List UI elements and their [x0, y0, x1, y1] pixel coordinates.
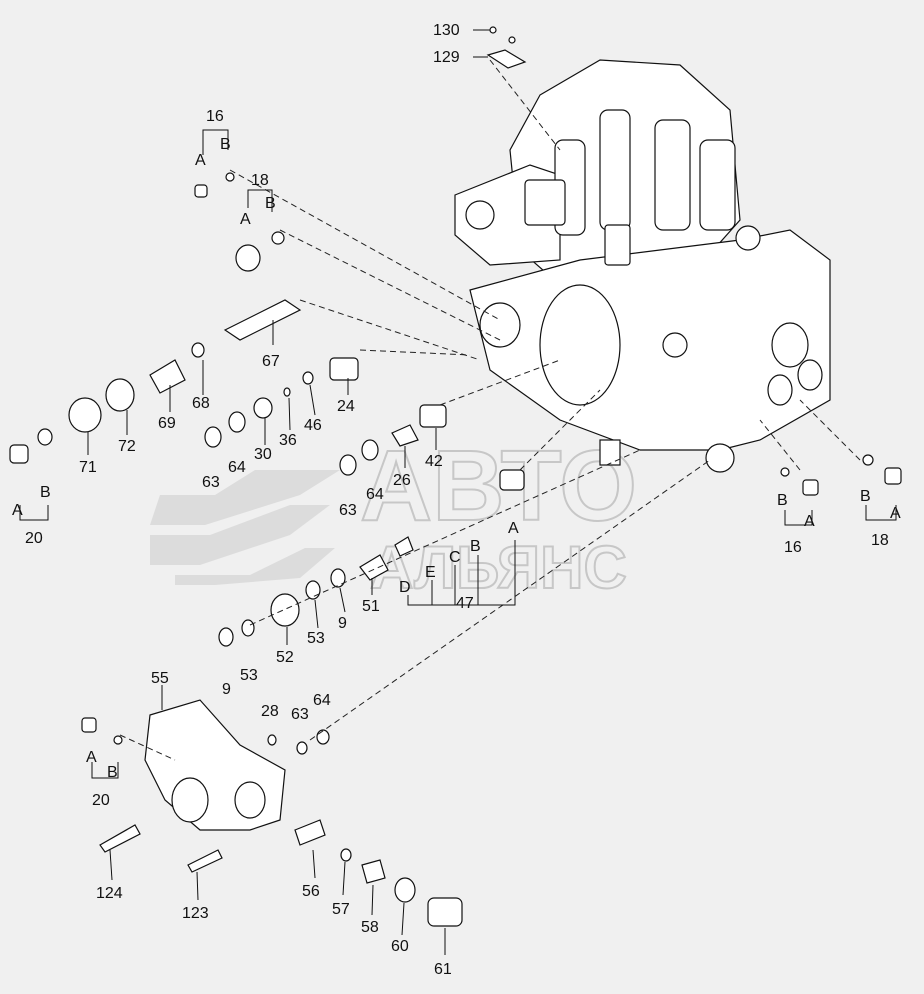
callout-129: 129 [433, 49, 460, 66]
callout-64-c: 64 [313, 692, 331, 709]
callout-18-right-b: B [860, 488, 871, 505]
callout-20-left-b: B [40, 484, 51, 501]
callout-30: 30 [254, 446, 272, 463]
callout-72: 72 [118, 438, 136, 455]
callout-63-a: 63 [202, 474, 220, 491]
callout-61: 61 [434, 961, 452, 978]
callout-57: 57 [332, 901, 350, 918]
callout-16-right: 16 [784, 539, 802, 556]
callout-28: 28 [261, 703, 279, 720]
watermark-line1: АВТО [360, 430, 637, 542]
callout-16-top: 16 [206, 108, 224, 125]
callout-58: 58 [361, 919, 379, 936]
callout-20-left: 20 [25, 530, 43, 547]
callout-64-a: 64 [228, 459, 246, 476]
callout-53-b: 53 [240, 667, 258, 684]
control-valve-body [454, 59, 831, 473]
callout-24: 24 [337, 398, 355, 415]
callout-16-right-a: A [804, 513, 815, 530]
callout-20-left-a: A [12, 502, 23, 519]
callout-52: 52 [276, 649, 294, 666]
callout-51: 51 [362, 598, 380, 615]
callout-18-top: 18 [251, 172, 269, 189]
callout-60: 60 [391, 938, 409, 955]
callout-67: 67 [262, 353, 280, 370]
callout-47-c: C [449, 549, 461, 566]
leader-lines [19, 29, 897, 955]
callout-124: 124 [96, 885, 123, 902]
callout-47: 47 [456, 595, 474, 612]
callout-47-e: E [425, 564, 436, 581]
callout-20-bottom-a: A [86, 749, 97, 766]
callout-56: 56 [302, 883, 320, 900]
callout-18-right-a: A [890, 505, 901, 522]
callout-20-bottom: 20 [92, 792, 110, 809]
callout-47-d: D [399, 579, 411, 596]
callout-18-right: 18 [871, 532, 889, 549]
callout-55: 55 [151, 670, 169, 687]
callout-36: 36 [279, 432, 297, 449]
callout-71: 71 [79, 459, 97, 476]
callout-42: 42 [425, 453, 443, 470]
callout-68: 68 [192, 395, 210, 412]
callout-labels: 130 129 16 A B 18 A B 67 68 69 72 71 A B… [12, 22, 901, 978]
callout-9-a: 9 [338, 615, 347, 632]
callout-16-top-b: B [220, 136, 231, 153]
callout-123: 123 [182, 905, 209, 922]
assembly-lines [119, 59, 861, 761]
callout-63-c: 63 [291, 706, 309, 723]
callout-64-b: 64 [366, 486, 384, 503]
callout-18-top-b: B [265, 195, 276, 212]
callout-130: 130 [433, 22, 460, 39]
callout-16-right-b: B [777, 492, 788, 509]
callout-47-b: B [470, 538, 481, 555]
watermark-line2: АЛЬЯНС [370, 534, 627, 601]
callout-20-bottom-b: B [107, 764, 118, 781]
cover-body [144, 699, 286, 831]
watermark: АВТО АЛЬЯНС [150, 429, 638, 602]
callout-63-b: 63 [339, 502, 357, 519]
callout-69: 69 [158, 415, 176, 432]
watermark-logo [150, 470, 340, 585]
callout-9-b: 9 [222, 681, 231, 698]
callout-47-a: A [508, 520, 519, 537]
callout-18-top-a: A [240, 211, 251, 228]
callout-26: 26 [393, 472, 411, 489]
callout-16-top-a: A [195, 152, 206, 169]
left-parts [9, 172, 902, 927]
bracket-129 [486, 26, 527, 69]
callout-46: 46 [304, 417, 322, 434]
callout-53-a: 53 [307, 630, 325, 647]
